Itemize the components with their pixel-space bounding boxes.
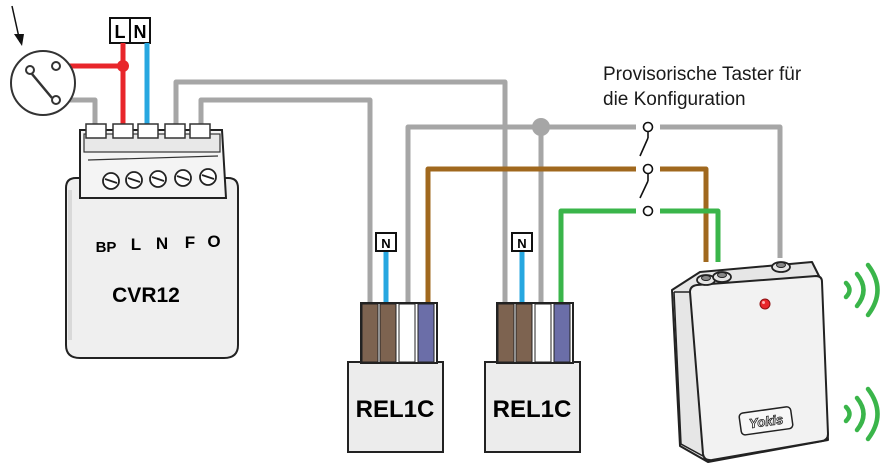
led-icon <box>759 298 771 310</box>
wire-switch-bp <box>66 97 98 128</box>
supply-labels: L N <box>109 17 151 44</box>
config-caption: Provisorische Taster für die Konfigurati… <box>603 62 843 112</box>
caption-line-2: die Konfiguration <box>603 89 746 110</box>
phase-label: L <box>115 22 126 42</box>
terminal-label-n: N <box>156 234 168 253</box>
wire-o-relay1 <box>198 97 373 305</box>
terminal-label-o: O <box>207 232 220 251</box>
switch-icon <box>10 50 76 116</box>
relay-1-name: REL1C <box>356 396 435 423</box>
wifi-signal-icon-upper <box>843 262 880 318</box>
config-push-buttons <box>636 121 660 222</box>
caption-line-1: Provisorische Taster für <box>603 64 802 85</box>
wifi-signal-icon-lower <box>843 386 880 442</box>
wire-common-bus <box>405 124 783 305</box>
terminal-label-f: F <box>185 233 195 252</box>
phase-junction <box>117 60 129 72</box>
module-name: CVR12 <box>112 284 180 307</box>
grey-wires <box>66 79 783 305</box>
relay-2: N REL1C <box>484 232 581 453</box>
neutral-label: N <box>134 22 147 42</box>
relay-1-neutral-tag: N <box>381 236 390 251</box>
terminal-label-l: L <box>131 235 141 254</box>
cvr12-module: BP L N F O CVR12 <box>65 123 239 359</box>
relay-2-neutral-tag: N <box>517 236 526 251</box>
yokis-remote: Yokis <box>671 261 829 463</box>
arrow-icon <box>11 5 24 46</box>
relay-2-name: REL1C <box>493 396 572 423</box>
brown-wire <box>425 166 709 305</box>
terminal-label-bp: BP <box>96 239 117 256</box>
wire-junction <box>532 118 550 136</box>
relay-1: N REL1C <box>347 232 444 453</box>
wire-f-relay2 <box>173 79 508 305</box>
brand-label: Yokis <box>748 412 784 432</box>
